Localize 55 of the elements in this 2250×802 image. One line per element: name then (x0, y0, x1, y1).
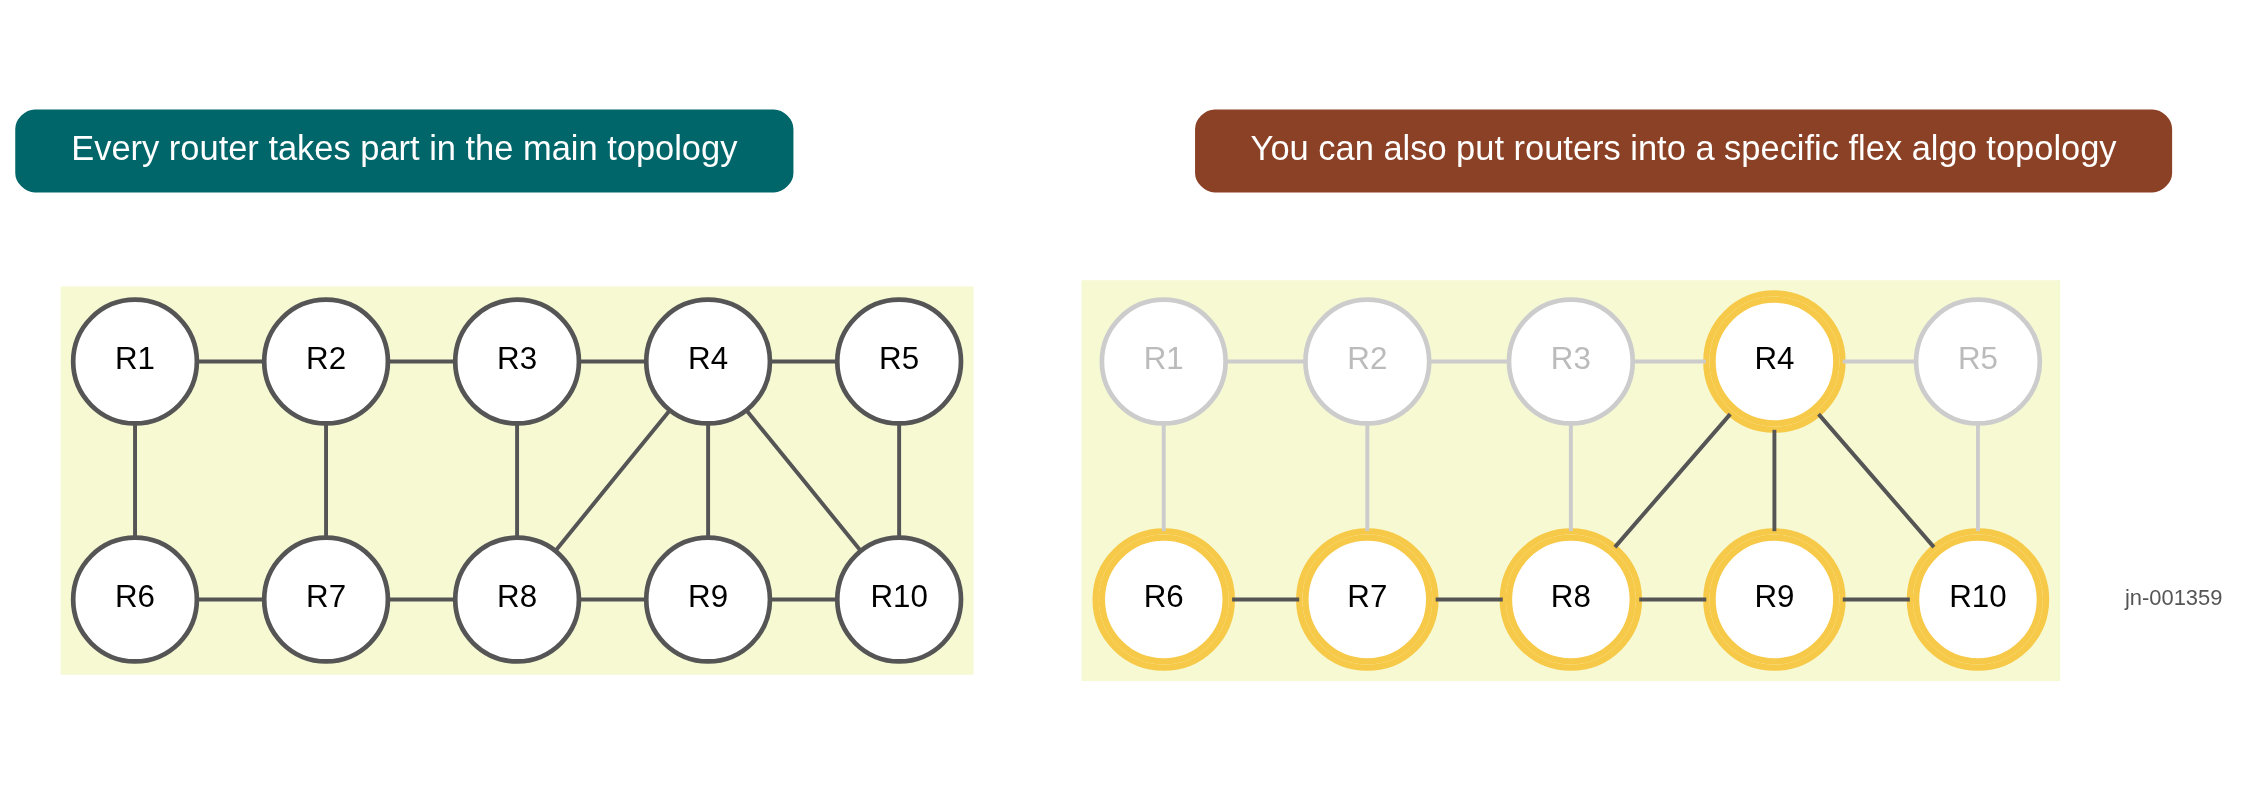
cluster (60, 285, 974, 675)
connector (388, 359, 456, 364)
node-circle: R9 (643, 534, 773, 664)
label: jn-001359 (2124, 584, 2223, 610)
connector (196, 597, 265, 602)
node-box: You can also put routers into a specific flex algo topology (1195, 108, 2173, 192)
connector (1842, 359, 1916, 364)
connector (1817, 412, 1936, 548)
node-circle: R8 (452, 534, 582, 664)
node-circle: R10 (834, 534, 964, 664)
connector (1842, 597, 1910, 602)
connector (745, 408, 863, 552)
connector (324, 423, 328, 537)
connector (1632, 359, 1706, 364)
connector (897, 423, 902, 537)
node-circle: R7 (1296, 527, 1439, 671)
connector (1976, 423, 1980, 531)
connector (1772, 429, 1777, 531)
connector (1365, 423, 1370, 531)
node-circle: R2 (261, 296, 391, 426)
connector (133, 423, 137, 537)
node-circle: R1 (1099, 296, 1228, 426)
node-circle: R10 (1906, 527, 2050, 671)
node-circle: R6 (70, 534, 200, 664)
connector (1639, 597, 1707, 602)
node-circle: R7 (261, 534, 391, 664)
connector (1568, 423, 1573, 531)
node-circle: R2 (1303, 296, 1432, 426)
node-circle: R6 (1092, 527, 1235, 671)
node-circle: R8 (1499, 527, 1643, 671)
connector (706, 423, 711, 537)
node-circle: R4 (1703, 289, 1846, 433)
connector (1613, 412, 1732, 548)
connector (1435, 597, 1503, 602)
node-box: Every router takes part in the main topology (15, 108, 794, 192)
node-circle: R5 (834, 296, 964, 426)
cluster (1081, 279, 2061, 681)
connector (770, 359, 838, 364)
node-circle: R1 (70, 296, 200, 426)
connector (770, 597, 838, 602)
connector (553, 408, 671, 552)
connector (1232, 597, 1300, 602)
connector (1225, 359, 1306, 364)
node-circle: R5 (1913, 296, 2043, 426)
connector (388, 597, 456, 602)
node-circle: R3 (1506, 296, 1636, 426)
connector (579, 597, 647, 602)
connector (1429, 359, 1509, 364)
connector (515, 423, 520, 537)
node-circle: R3 (452, 296, 582, 426)
connector (579, 359, 647, 364)
connector (1161, 423, 1166, 531)
connector (196, 359, 265, 364)
node-circle: R4 (643, 296, 773, 426)
node-circle: R9 (1703, 527, 1846, 671)
